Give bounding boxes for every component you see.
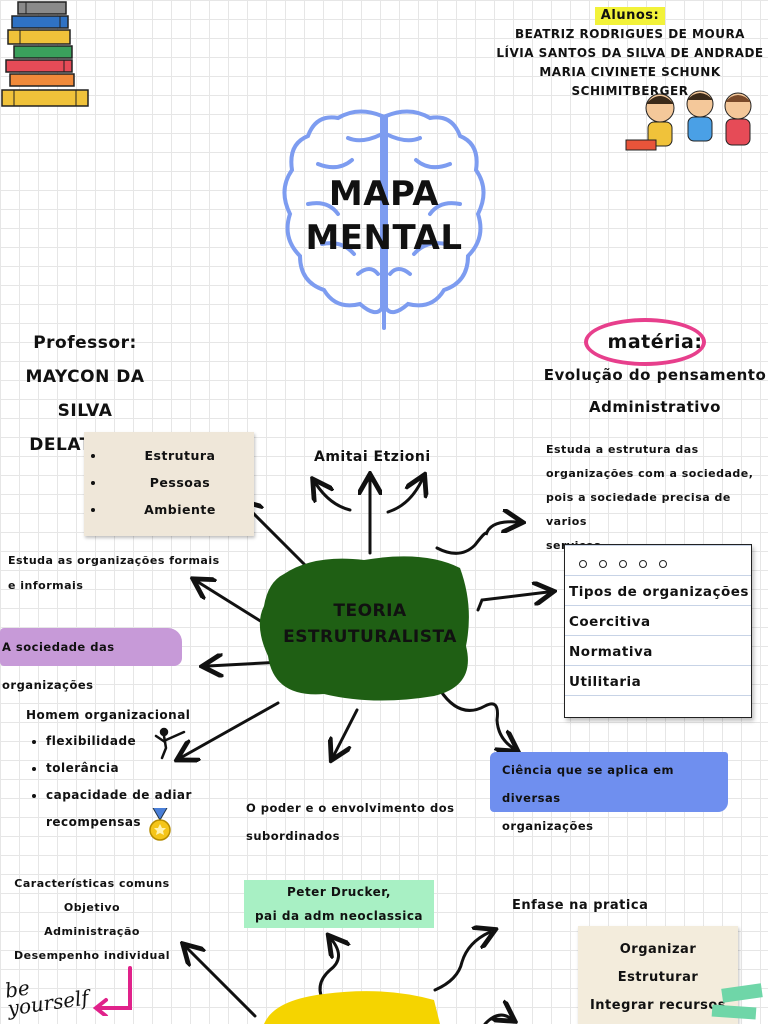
student-name: LÍVIA SANTOS DA SILVA DE ANDRADE <box>496 46 764 60</box>
poder-text: O poder e o envolvimento dos subordinado… <box>246 794 466 850</box>
org-type-item: Utilitaria <box>569 674 642 690</box>
enfase-label: Enfase na pratica <box>512 898 649 913</box>
books-stack-icon <box>1 1 89 107</box>
materia-label: matéria: <box>607 331 703 353</box>
practice-note: Organizar Estruturar Integrar recursos <box>578 926 738 1024</box>
pink-arrow-icon <box>92 966 132 1016</box>
text-line: organizações <box>502 819 594 833</box>
map-title-line1: MAPA <box>328 174 440 214</box>
homem-item: capacidade de adiar <box>46 782 206 809</box>
homem-block: Homem organizacional flexibilidade toler… <box>26 702 206 836</box>
center-topic-blob <box>259 556 469 701</box>
author-label: Amitai Etzioni <box>314 449 431 465</box>
students-heading: Alunos: <box>594 7 666 25</box>
center-topic-line1: TEORIA <box>333 601 407 621</box>
materia-line1: Evolução do pensamento <box>543 366 767 384</box>
homem-heading: Homem organizacional <box>26 708 191 722</box>
children-illustration <box>625 90 752 151</box>
be-yourself-sticker: be yourself <box>3 970 90 1020</box>
text-line: subordinados <box>246 829 340 843</box>
text-line: e informais <box>8 579 84 592</box>
homem-item: flexibilidade <box>46 728 206 755</box>
text-line: organizações com a sociedade, <box>546 467 754 480</box>
note-item: Estrutura <box>106 442 254 469</box>
text-line: pois a sociedade precisa de varios <box>546 491 731 528</box>
text-line: Desempenho individual <box>13 949 171 962</box>
students-block: Alunos: BEATRIZ RODRIGUES DE MOURA LÍVIA… <box>480 4 768 101</box>
note-item: Pessoas <box>106 469 254 496</box>
science-label: Ciência que se aplica em diversas organi… <box>490 752 728 833</box>
text-line: Objetivo <box>63 901 121 914</box>
org-type-item: Normativa <box>569 644 653 660</box>
text-line: Administração <box>44 925 140 938</box>
brain-icon <box>282 109 486 330</box>
studies-relation-text: Estuda a estrutura das organizações com … <box>546 438 766 558</box>
practice-item: Organizar <box>619 942 697 957</box>
studies-formal-text: Estuda as organizações formais e informa… <box>8 548 228 598</box>
text-line: pai da adm neoclassica <box>254 909 424 923</box>
homem-item: recompensas <box>46 815 142 829</box>
materia-block: matéria: Evolução do pensamento Administ… <box>540 328 768 420</box>
org-types-heading: Tipos de organizações <box>569 584 749 600</box>
society-label: A sociedade das organizações <box>0 628 182 692</box>
org-type-item: Coercitiva <box>569 614 651 630</box>
student-name: BEATRIZ RODRIGUES DE MOURA <box>515 27 745 41</box>
professor-label: Professor: <box>33 333 137 353</box>
text-line: Características comuns <box>14 877 170 890</box>
center-topic-line2: ESTRUTURALISTA <box>283 627 457 647</box>
text-line: Estuda as organizações formais <box>8 554 220 567</box>
map-title: MAPA MENTAL <box>300 172 468 260</box>
practice-item: Integrar recursos <box>589 998 727 1013</box>
text-line: Ciência que se aplica em diversas <box>502 763 675 805</box>
text-line: Peter Drucker, <box>287 885 391 899</box>
notebook-holes <box>565 545 751 569</box>
homem-item: tolerância <box>46 755 206 782</box>
materia-line2: Administrativo <box>589 398 721 416</box>
yoga-figure-icon <box>154 727 186 760</box>
text-line: O poder e o envolvimento dos <box>246 801 455 815</box>
medal-icon <box>149 808 171 841</box>
org-types-notebook: Tipos de organizações Coercitiva Normati… <box>564 544 752 718</box>
practice-item: Estruturar <box>617 970 699 985</box>
yellow-blob <box>264 991 440 1024</box>
map-title-line2: MENTAL <box>305 218 463 258</box>
caracteristicas-block: Características comuns Objetivo Administ… <box>6 872 178 968</box>
note-paper: Estrutura Pessoas Ambiente <box>84 432 254 536</box>
pink-circle-highlight <box>584 318 706 366</box>
professor-name-line1: MAYCON DA SILVA <box>25 367 145 421</box>
drucker-label: Peter Drucker, pai da adm neoclassica <box>244 880 434 928</box>
center-topic: TEORIA ESTRUTURALISTA <box>280 598 460 650</box>
text-line: Estuda a estrutura das <box>546 443 699 456</box>
note-item: Ambiente <box>106 496 254 523</box>
